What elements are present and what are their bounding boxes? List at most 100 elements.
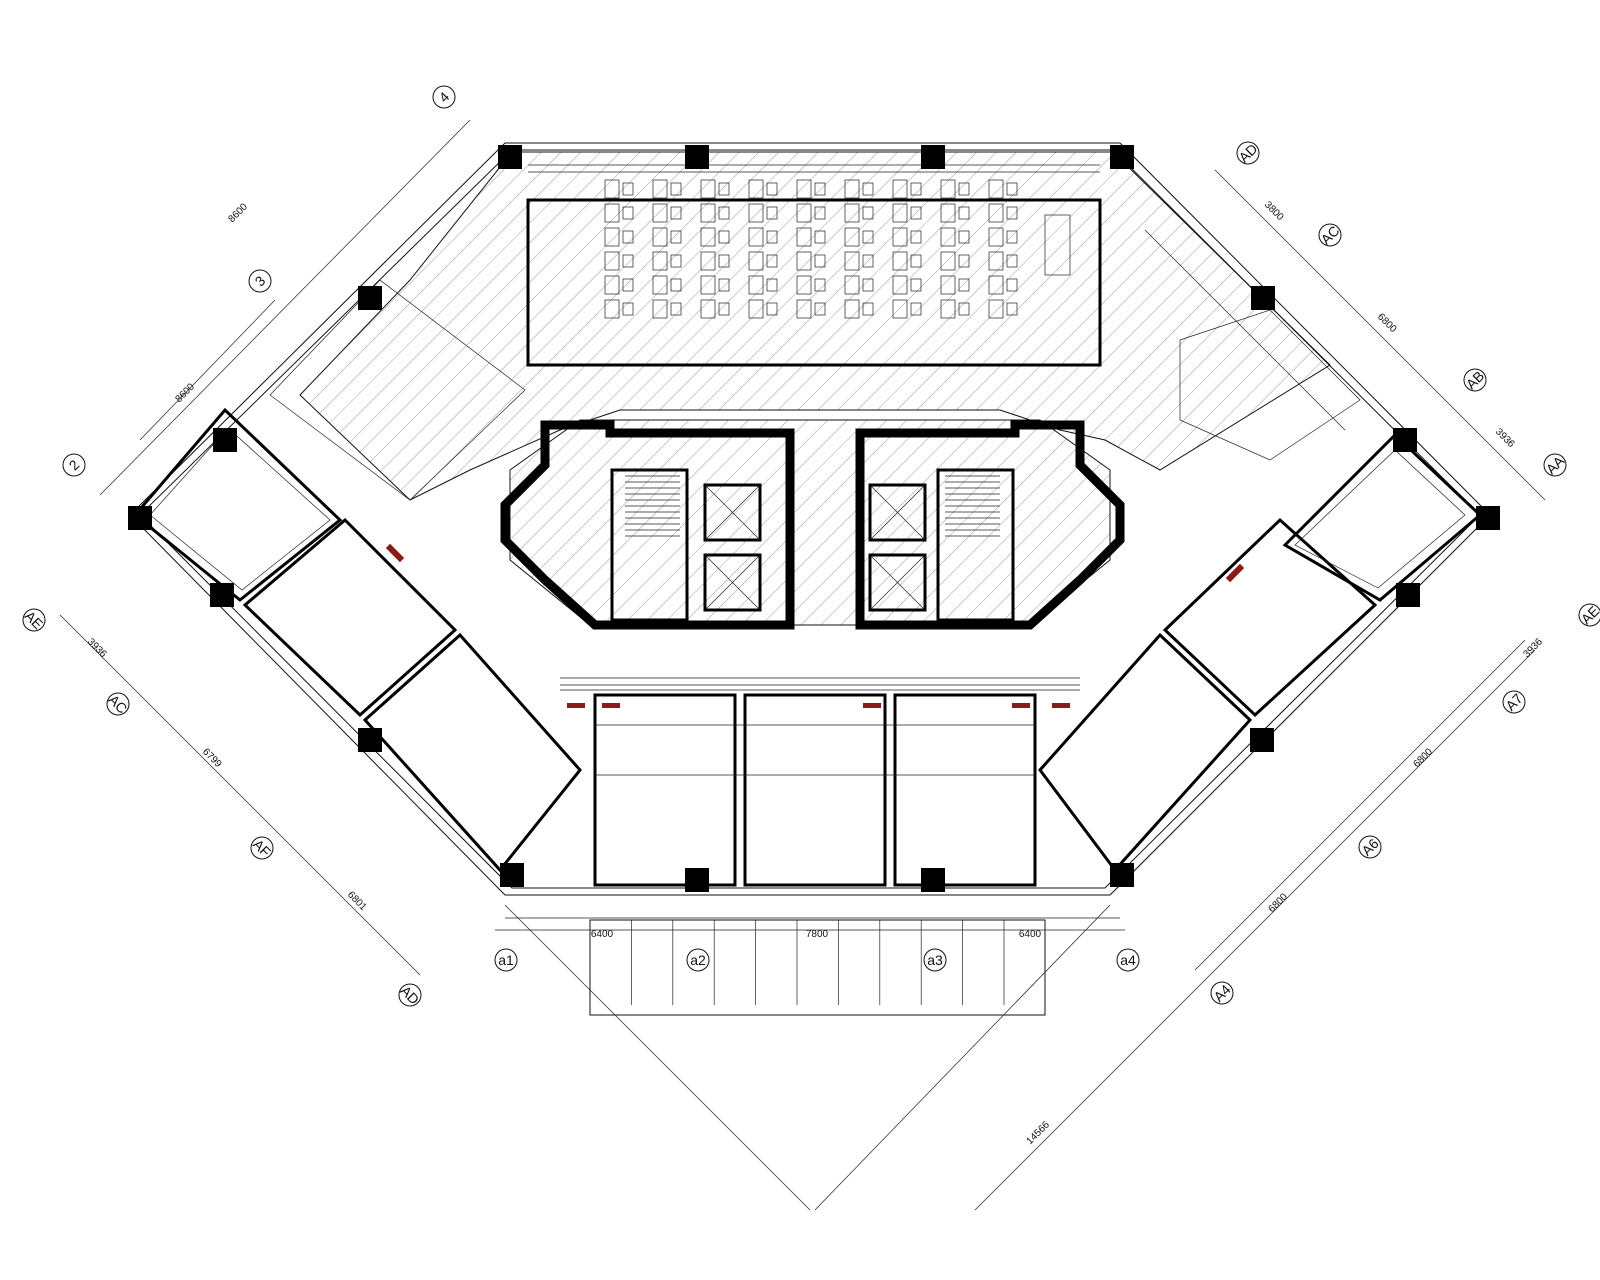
dim-right-3936-top: 3936 xyxy=(1493,426,1517,450)
svg-text:AF: AF xyxy=(250,836,274,860)
chair xyxy=(862,302,874,316)
chair xyxy=(1006,206,1018,220)
chair xyxy=(670,206,682,220)
chair xyxy=(622,206,634,220)
column xyxy=(358,286,382,310)
desk xyxy=(892,227,908,247)
chair xyxy=(670,230,682,244)
desk xyxy=(844,203,860,223)
desk xyxy=(700,299,716,319)
chair xyxy=(766,230,778,244)
chair xyxy=(766,254,778,268)
chair xyxy=(670,302,682,316)
chair xyxy=(910,302,922,316)
restroom-left xyxy=(269,279,526,501)
svg-text:AD: AD xyxy=(397,982,422,1007)
chair xyxy=(958,182,970,196)
elevator-4 xyxy=(868,553,927,612)
desk xyxy=(652,179,668,199)
desk xyxy=(748,179,764,199)
desk xyxy=(844,275,860,295)
desk xyxy=(844,179,860,199)
chair xyxy=(814,206,826,220)
grid-bubble-a2: a2 xyxy=(686,948,710,972)
desk xyxy=(748,203,764,223)
chair xyxy=(622,254,634,268)
dim-overall-14566: 14566 xyxy=(1025,1119,1053,1147)
svg-text:A4: A4 xyxy=(1210,981,1234,1005)
grid-bubble-4: 4 xyxy=(432,85,456,109)
desk xyxy=(748,251,764,271)
entrance-canopy xyxy=(505,917,1120,1016)
desk xyxy=(748,299,764,319)
column xyxy=(1251,286,1275,310)
desk xyxy=(652,251,668,271)
dimension-lines xyxy=(59,119,1546,1211)
desk xyxy=(892,179,908,199)
column xyxy=(128,506,152,530)
guest-rooms-right-wing xyxy=(1038,432,1483,873)
desk xyxy=(844,251,860,271)
chair xyxy=(814,182,826,196)
chair xyxy=(862,230,874,244)
svg-text:AB: AB xyxy=(1463,368,1488,393)
desk xyxy=(700,179,716,199)
lounge-right xyxy=(1179,309,1361,461)
dim-left-6801: 6801 xyxy=(345,889,369,913)
dim-bottom-7800: 7800 xyxy=(806,929,829,940)
grid-bubble-AE-right: AE xyxy=(1578,603,1600,627)
desk xyxy=(652,299,668,319)
chair xyxy=(862,278,874,292)
chair xyxy=(718,278,730,292)
column xyxy=(1396,583,1420,607)
chair xyxy=(670,254,682,268)
dim-right-3800: 3800 xyxy=(1262,199,1286,223)
desk xyxy=(700,203,716,223)
svg-text:AD: AD xyxy=(1235,140,1260,165)
chair xyxy=(622,302,634,316)
chair xyxy=(1006,302,1018,316)
grid-bubble-a3: a3 xyxy=(923,948,947,972)
chair xyxy=(910,182,922,196)
chair xyxy=(862,254,874,268)
desk xyxy=(988,179,1004,199)
desk xyxy=(748,227,764,247)
grid-bubble-AB-right: AB xyxy=(1463,368,1488,393)
desk xyxy=(940,275,956,295)
desk xyxy=(796,203,812,223)
desk xyxy=(796,227,812,247)
column xyxy=(498,145,522,169)
desk xyxy=(604,227,620,247)
chair xyxy=(766,278,778,292)
classroom-desks xyxy=(604,179,1071,319)
chair xyxy=(766,206,778,220)
canopy-divisions xyxy=(631,920,1005,1005)
desk xyxy=(796,299,812,319)
classroom-room xyxy=(526,164,1102,367)
desk xyxy=(892,299,908,319)
desk xyxy=(988,299,1004,319)
chair xyxy=(766,302,778,316)
column xyxy=(1110,863,1134,887)
chair xyxy=(1006,182,1018,196)
desk xyxy=(700,251,716,271)
desk xyxy=(700,275,716,295)
desk xyxy=(700,227,716,247)
column xyxy=(358,728,382,752)
column xyxy=(921,868,945,892)
column xyxy=(685,868,709,892)
left-core xyxy=(500,420,795,630)
desk xyxy=(604,299,620,319)
elevator-3 xyxy=(868,483,927,542)
guest-rooms-left-wing xyxy=(132,407,582,873)
column xyxy=(685,145,709,169)
desk xyxy=(844,299,860,319)
dim-bottom-6400-right: 6400 xyxy=(1019,929,1042,940)
chair xyxy=(622,230,634,244)
dim-left-top: 8600 xyxy=(226,201,250,225)
desk xyxy=(844,227,860,247)
grid-bubble-AF-left: AF xyxy=(250,836,274,860)
chair xyxy=(718,182,730,196)
column xyxy=(1393,428,1417,452)
desk xyxy=(796,275,812,295)
